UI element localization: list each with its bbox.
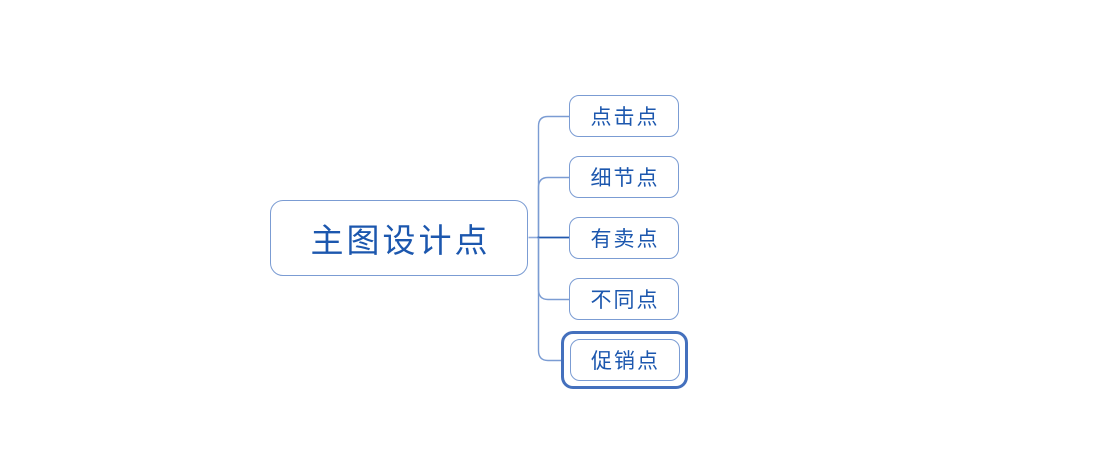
connector-branch-1 bbox=[537, 115, 569, 238]
child-topic-label: 不同点 bbox=[590, 289, 660, 312]
child-topic-node-1[interactable]: 点击点 bbox=[569, 95, 679, 137]
connector-branch-2 bbox=[537, 176, 569, 238]
child-topic-node-3[interactable]: 有卖点 bbox=[569, 217, 679, 259]
child-topic-label: 点击点 bbox=[590, 106, 660, 129]
child-topic-node-4[interactable]: 不同点 bbox=[569, 278, 679, 320]
child-topic-node-5-selected[interactable]: 促销点 bbox=[569, 339, 680, 381]
connector-branch-5 bbox=[537, 237, 561, 362]
connector-branch-4 bbox=[537, 237, 569, 301]
root-topic-label: 主图设计点 bbox=[310, 222, 491, 259]
selected-topic-highlight[interactable]: 促销点 bbox=[561, 331, 688, 389]
child-topic-label: 有卖点 bbox=[590, 228, 660, 251]
child-topic-node-2[interactable]: 细节点 bbox=[569, 156, 679, 198]
root-topic-node[interactable]: 主图设计点 bbox=[270, 200, 528, 276]
child-topic-label: 细节点 bbox=[590, 167, 660, 190]
child-topic-label: 促销点 bbox=[591, 350, 660, 373]
